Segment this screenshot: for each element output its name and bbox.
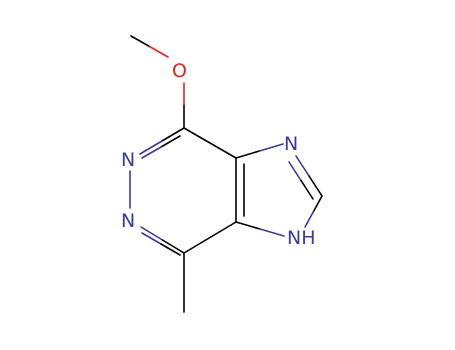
- bond-n-c2-inner-a: [288, 161, 302, 182]
- bond-c4-n-top-b: [139, 140, 163, 155]
- bond-n-bottom-c7-a: [140, 226, 164, 241]
- bond-c4-c3a: [183, 127, 237, 159]
- atom-imidazole-nh-label: NH: [287, 227, 316, 249]
- atom-pyridazine-n-top-label: N: [121, 149, 135, 171]
- atom-imidazole-n-label: N: [284, 133, 298, 155]
- bond-n-c2-inner-b: [300, 179, 314, 200]
- bond-n-bottom-c7-inner-b: [160, 243, 181, 256]
- bond-n-bottom-c7-inner-a: [141, 232, 162, 245]
- bond-c3a-n-imid-a: [235, 150, 261, 159]
- bond-c2-nh-a: [312, 195, 323, 213]
- bond-n-c2-b: [308, 175, 323, 197]
- bond-c4-n-top-inner-b: [141, 146, 162, 159]
- bond-c7a-nh-a: [235, 221, 261, 230]
- bond-c7-c7a: [183, 221, 237, 254]
- bond-n-c2-a: [295, 155, 310, 177]
- bond-layer: [129, 35, 323, 313]
- bond-methoxy-methyl-b: [148, 45, 169, 58]
- bond-c2-nh-b: [304, 210, 315, 228]
- bond-c4-n-top-inner-a: [160, 135, 181, 148]
- atom-oxygen-label: O: [172, 60, 187, 82]
- bond-n-bottom-c7-b: [161, 239, 185, 254]
- bond-c3a-n-imid-b: [258, 143, 284, 152]
- bond-c4-n-top-a: [161, 127, 185, 142]
- atom-pyridazine-n-bottom-label: N: [121, 210, 135, 232]
- bond-methoxy-methyl-a: [130, 35, 151, 48]
- bond-c7a-nh-b: [259, 228, 285, 237]
- atom-label-layer: O N N N NH: [121, 60, 316, 249]
